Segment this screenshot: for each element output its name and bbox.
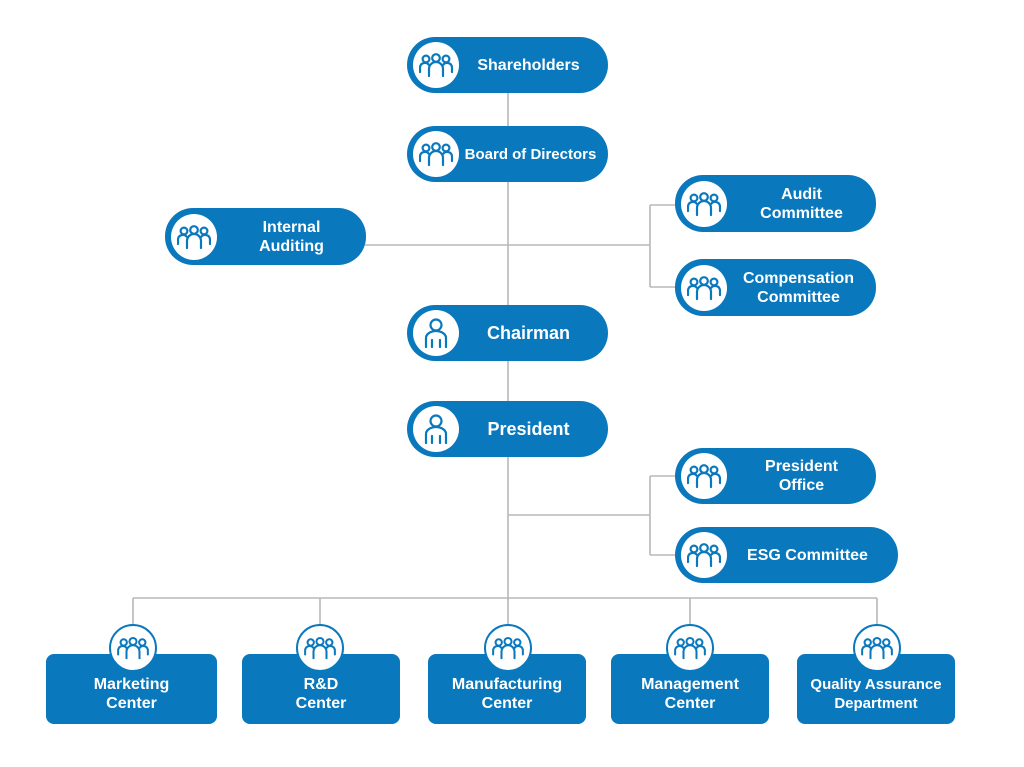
department-label: R&D Center <box>295 676 347 712</box>
department-rd-center: R&D Center <box>242 654 400 724</box>
group-icon <box>109 624 157 672</box>
node-compensation-committee: Compensation Committee <box>675 259 876 316</box>
group-icon <box>413 131 459 177</box>
node-president: President <box>407 401 608 457</box>
department-label: Management Center <box>641 676 739 712</box>
node-president-office: President Office <box>675 448 876 504</box>
department-label: Manufacturing Center <box>451 676 563 712</box>
node-chairman: Chairman <box>407 305 608 361</box>
group-icon <box>666 624 714 672</box>
node-label: Board of Directors <box>464 145 597 163</box>
node-label: President Office <box>765 458 838 494</box>
department-quality-assurance: Quality Assurance Department <box>797 654 955 724</box>
group-icon <box>681 264 727 311</box>
node-audit-committee: Audit Committee <box>675 175 876 232</box>
person-icon <box>413 310 459 356</box>
node-label: President <box>487 418 570 439</box>
group-icon <box>413 42 459 88</box>
group-icon <box>484 624 532 672</box>
group-icon <box>171 213 217 260</box>
department-management-center: Management Center <box>611 654 769 724</box>
group-icon <box>296 624 344 672</box>
group-icon <box>681 453 727 499</box>
node-label: ESG Committee <box>747 546 868 564</box>
node-shareholders: Shareholders <box>407 37 608 93</box>
node-esg-committee: ESG Committee <box>675 527 898 583</box>
group-icon <box>681 180 727 227</box>
node-label: Shareholders <box>477 56 580 74</box>
department-label: Quality Assurance Department <box>810 676 942 712</box>
person-icon <box>413 406 459 452</box>
node-label: Internal Auditing <box>259 218 324 255</box>
node-board-of-directors: Board of Directors <box>407 126 608 182</box>
node-label: Chairman <box>486 322 571 343</box>
node-internal-auditing: Internal Auditing <box>165 208 366 265</box>
department-label: Marketing Center <box>93 676 170 712</box>
node-label: Compensation Committee <box>742 269 855 306</box>
group-icon <box>853 624 901 672</box>
node-label: Audit Committee <box>760 185 843 222</box>
group-icon <box>681 532 727 578</box>
